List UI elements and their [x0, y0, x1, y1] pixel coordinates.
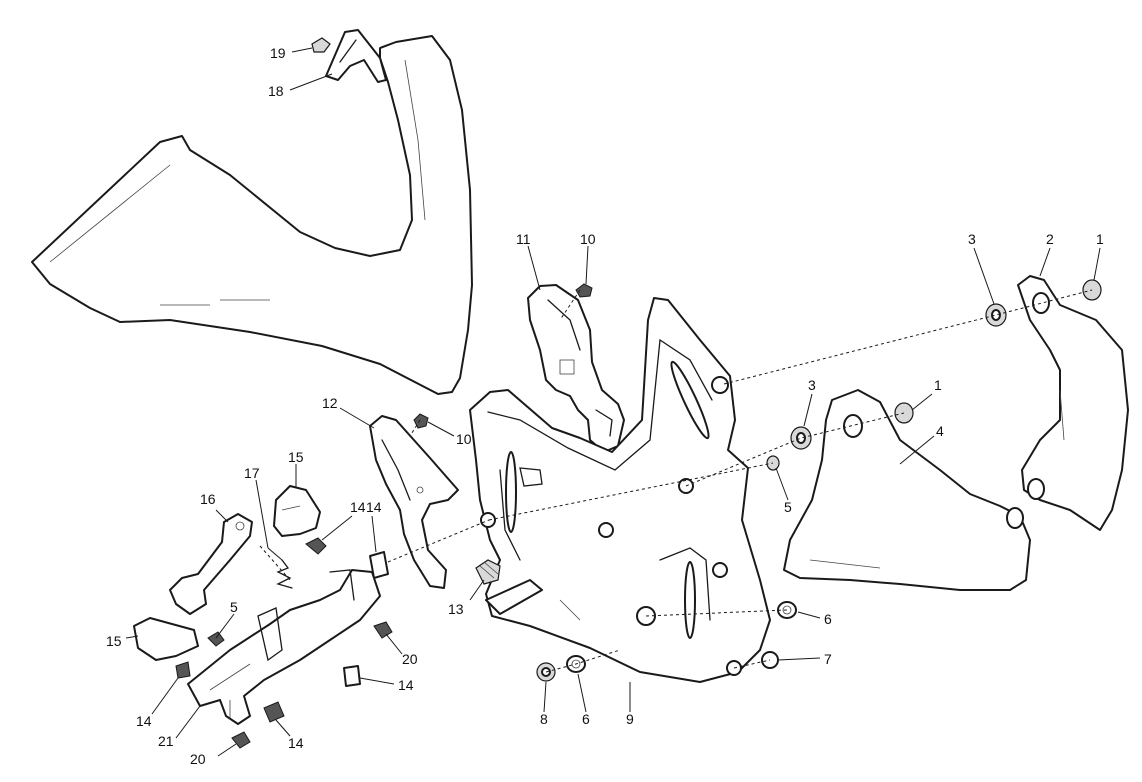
screw-5-left — [207, 631, 225, 647]
callout-labels: 19 18 11 10 3 2 1 3 1 4 12 10 5 17 15 16… — [106, 45, 1104, 767]
callout-21: 21 — [158, 733, 174, 749]
callout-6-right: 6 — [824, 611, 832, 627]
inner-panel-12 — [369, 415, 459, 589]
callout-14-mid: 14 — [366, 499, 382, 515]
callout-10-lower: 10 — [456, 431, 472, 447]
clip-14-mid — [369, 551, 389, 579]
callout-15-lower: 15 — [106, 633, 122, 649]
callout-15-upper: 15 — [288, 449, 304, 465]
side-panel-2 — [1017, 275, 1129, 531]
clip-19 — [311, 37, 331, 53]
callout-3-upper: 3 — [968, 231, 976, 247]
callout-20-bottom: 20 — [190, 751, 206, 767]
callout-1-upper: 1 — [1096, 231, 1104, 247]
cover-15-upper — [273, 485, 321, 537]
callout-19: 19 — [270, 45, 286, 61]
callout-1-lower: 1 — [934, 377, 942, 393]
callout-14-left: 14 — [136, 713, 152, 729]
callout-18: 18 — [268, 83, 284, 99]
callout-14-right: 14 — [398, 677, 414, 693]
screw-20-bottom — [231, 731, 251, 749]
clip-14-bottom — [263, 701, 285, 723]
callout-7: 7 — [824, 651, 832, 667]
clip-14-left — [175, 661, 191, 679]
callout-3-lower: 3 — [808, 377, 816, 393]
callout-12: 12 — [322, 395, 338, 411]
washer-3-lower — [790, 426, 812, 450]
leader-lines — [125, 47, 1101, 757]
callout-6-lower: 6 — [582, 711, 590, 727]
washer-3-upper — [985, 303, 1007, 327]
callout-13: 13 — [448, 601, 464, 617]
callout-14-bottom: 14 — [288, 735, 304, 751]
inner-panel-11 — [527, 284, 625, 453]
callout-14-upper: 14 — [350, 499, 366, 515]
main-bracket-21 — [187, 569, 381, 725]
callout-2: 2 — [1046, 231, 1054, 247]
callout-4: 4 — [936, 423, 944, 439]
bushing-13 — [475, 559, 543, 615]
clip-14-lower-right — [343, 665, 361, 687]
callout-8: 8 — [540, 711, 548, 727]
callout-20-right: 20 — [402, 651, 418, 667]
callout-17: 17 — [244, 465, 260, 481]
callout-9: 9 — [626, 711, 634, 727]
clip-14-upper — [305, 537, 327, 555]
side-panel-4 — [783, 389, 1031, 591]
callout-5-left: 5 — [230, 599, 238, 615]
callout-10-upper: 10 — [580, 231, 596, 247]
screw-20-right — [373, 621, 393, 639]
callout-16: 16 — [200, 491, 216, 507]
nut-10-lower — [413, 413, 429, 429]
callout-5-right: 5 — [784, 499, 792, 515]
spring-17 — [267, 547, 293, 589]
upper-clip-bracket — [325, 29, 387, 83]
assembly-axes — [259, 289, 1093, 673]
bracket-16 — [169, 513, 253, 615]
nut-10-upper — [575, 283, 593, 298]
main-frame-9 — [469, 297, 771, 683]
upper-fairing-panel — [31, 35, 473, 395]
cover-15-lower — [133, 617, 199, 661]
callout-11: 11 — [516, 231, 531, 247]
